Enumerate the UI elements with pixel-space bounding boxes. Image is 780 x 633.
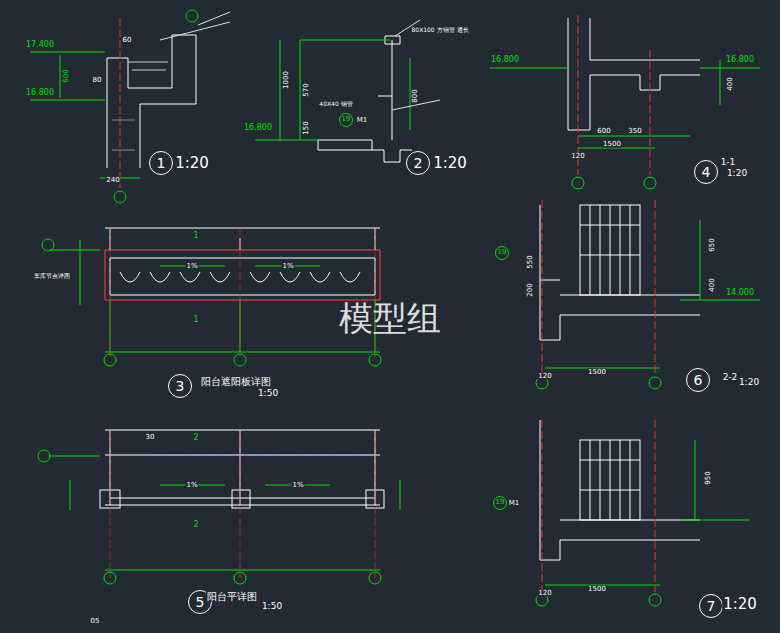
dimension-label: 240 bbox=[105, 177, 120, 184]
dimension-label: 1500 bbox=[587, 586, 607, 593]
detail-callout: 6 bbox=[686, 368, 710, 392]
scale-label: 1:50 bbox=[261, 602, 283, 611]
elevation-label: 16.800 bbox=[25, 89, 55, 97]
section-label: 1 bbox=[192, 232, 199, 240]
dimension-label: 570 bbox=[303, 82, 310, 97]
scale-label: 1:50 bbox=[257, 389, 279, 398]
detail-callout: 4 bbox=[694, 160, 718, 184]
callout-number: 19 bbox=[496, 499, 505, 506]
scale-label: 1:20 bbox=[432, 156, 468, 171]
callout-number: 4 bbox=[702, 165, 711, 179]
detail-callout: 19 bbox=[495, 246, 510, 261]
dimension-label: 600 bbox=[63, 68, 70, 83]
watermark-label: 模型组 bbox=[338, 301, 442, 335]
note-label: 车库节点详图 bbox=[33, 273, 71, 279]
detail-callout: 3 bbox=[168, 374, 192, 398]
note-label: 80X100 方钢管 通长 bbox=[410, 27, 469, 33]
dimension-label: 30 bbox=[145, 434, 156, 441]
callout-number: 5 bbox=[196, 595, 205, 609]
detail-callout: 7 bbox=[699, 594, 723, 618]
dimension-label: 600 bbox=[596, 128, 611, 135]
dimension-label: 1000 bbox=[283, 70, 290, 90]
dimension-label: 120 bbox=[570, 153, 585, 160]
callout-number: 6 bbox=[694, 373, 703, 387]
callout-number: 1 bbox=[157, 156, 166, 170]
slope-label: 1% bbox=[291, 482, 304, 489]
elevation-label: 14.000 bbox=[725, 289, 755, 297]
callout-number: 7 bbox=[707, 599, 716, 613]
scale-label: 1:20 bbox=[722, 597, 758, 612]
note-label: M1 bbox=[356, 117, 369, 124]
callout-number: 19 bbox=[498, 249, 507, 256]
dimension-label: 950 bbox=[705, 470, 712, 485]
dimension-label: 800 bbox=[412, 88, 419, 103]
dimension-label: 120 bbox=[537, 590, 552, 597]
detail-callout: 2 bbox=[406, 151, 430, 175]
section-label: 2 bbox=[192, 521, 199, 529]
detail-callout: 19 bbox=[493, 496, 508, 511]
dimension-label: 1500 bbox=[602, 141, 622, 148]
drawing-title-label: 阳台平详图 bbox=[206, 592, 258, 602]
section-label: 2 bbox=[192, 434, 199, 442]
dimension-label: 1500 bbox=[587, 369, 607, 376]
section-label: 1-1 bbox=[720, 158, 737, 167]
dimension-label: 80 bbox=[92, 77, 103, 84]
elevation-label: 16.800 bbox=[725, 56, 755, 64]
dimension-label: 60 bbox=[122, 37, 133, 44]
elevation-label: 16.800 bbox=[243, 124, 273, 132]
elevation-label: 17.400 bbox=[25, 41, 55, 49]
callout-number: 3 bbox=[176, 379, 185, 393]
slope-label: 1% bbox=[185, 263, 198, 270]
scale-label: 1:20 bbox=[726, 169, 748, 178]
page-number-label: 05 bbox=[90, 618, 101, 625]
callout-number: 2 bbox=[414, 156, 423, 170]
drawing-title-label: 阳台遮阳板详图 bbox=[200, 377, 272, 387]
dimension-label: 150 bbox=[303, 120, 310, 135]
scale-label: 1:20 bbox=[174, 156, 210, 171]
slope-label: 1% bbox=[185, 482, 198, 489]
slope-label: 1% bbox=[281, 263, 294, 270]
detail-callout: 1 bbox=[149, 151, 173, 175]
detail-callout: 19 bbox=[339, 113, 354, 128]
dimension-label: 400 bbox=[709, 277, 716, 292]
dimension-label: 120 bbox=[537, 373, 552, 380]
dimension-label: 400 bbox=[727, 76, 734, 91]
elevation-label: 16.800 bbox=[490, 56, 520, 64]
dimension-label: 550 bbox=[527, 254, 534, 269]
dimension-label: 650 bbox=[709, 237, 716, 252]
scale-label: 1:20 bbox=[738, 378, 760, 387]
dimension-label: 200 bbox=[527, 282, 534, 297]
section-label: 2-2 bbox=[722, 373, 739, 382]
note-label: M1 bbox=[508, 500, 521, 507]
callout-number: 19 bbox=[342, 116, 351, 123]
note-label: 40X40 钢管 bbox=[318, 101, 353, 107]
section-label: 1 bbox=[192, 316, 199, 324]
dimension-label: 350 bbox=[627, 128, 642, 135]
